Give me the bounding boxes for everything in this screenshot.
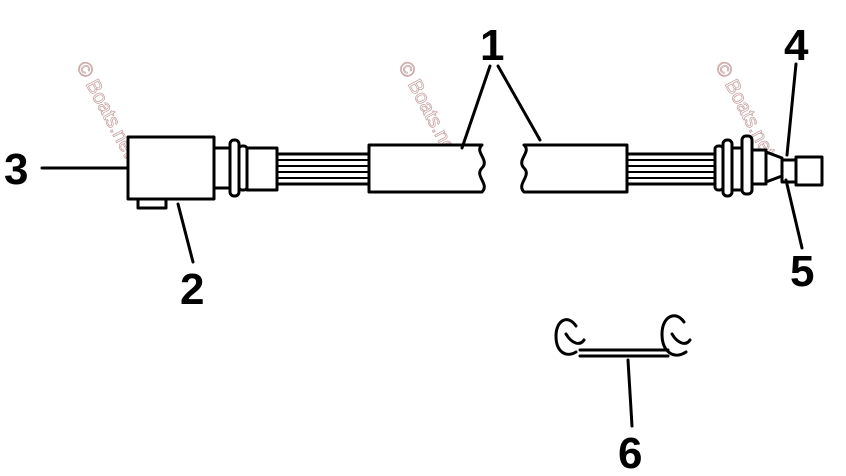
leader-6 <box>626 358 634 428</box>
right-nut <box>750 148 768 186</box>
right-ribbed-hose <box>625 152 717 186</box>
left-ribbed-hose <box>275 152 371 186</box>
callout-5: 5 <box>790 247 814 296</box>
leader-2 <box>176 202 195 264</box>
left-end-fitting <box>126 135 216 201</box>
callout-labels: 1 2 3 4 5 6 <box>4 21 814 476</box>
callout-3: 3 <box>4 145 28 194</box>
left-sleeve <box>245 146 279 192</box>
callout-1: 1 <box>480 21 504 70</box>
leader-lines <box>40 62 804 428</box>
right-tip <box>794 155 824 187</box>
leader-1b <box>496 64 542 142</box>
callout-2: 2 <box>180 265 204 314</box>
clip-bridge <box>578 348 670 358</box>
callout-4: 4 <box>784 21 809 70</box>
clip-right-hook <box>660 314 692 357</box>
left-collar <box>212 146 232 190</box>
hose-right-section <box>520 134 824 198</box>
leader-4 <box>785 62 798 157</box>
left-hose-cover <box>367 143 486 194</box>
fitting-tab <box>136 197 168 210</box>
hose-clip <box>554 314 692 358</box>
right-stem <box>780 158 798 184</box>
leader-5 <box>784 178 804 250</box>
right-cone <box>764 150 784 184</box>
right-hose-cover <box>520 143 629 194</box>
leader-1a <box>460 64 492 150</box>
hose-left-section <box>126 135 486 210</box>
callout-6: 6 <box>618 429 642 476</box>
clip-left-hook <box>554 318 586 356</box>
